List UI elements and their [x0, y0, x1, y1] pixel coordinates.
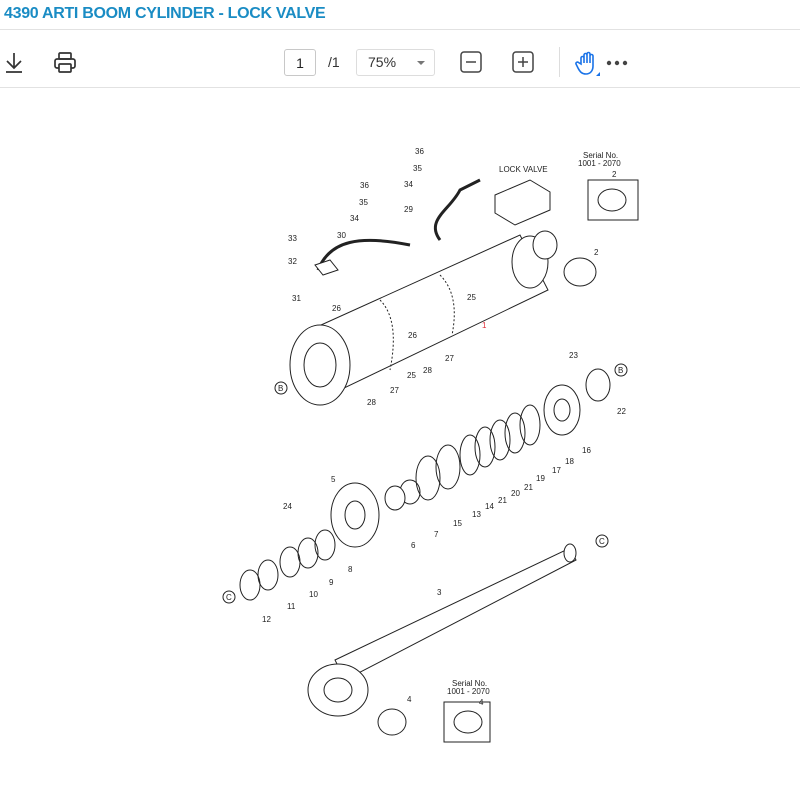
callout: 25 — [467, 293, 476, 302]
callout: 13 — [472, 510, 481, 519]
download-icon[interactable] — [3, 51, 25, 75]
callout: B — [278, 384, 283, 393]
piston-rings — [239, 368, 611, 601]
callout: 36 — [415, 147, 424, 156]
callout: 4 — [407, 695, 412, 704]
serial-range: 1001 - 2070 — [447, 687, 490, 696]
hand-icon[interactable] — [575, 50, 603, 78]
callout: 35 — [413, 164, 422, 173]
serial-range: 1001 - 2070 — [578, 159, 621, 168]
toolbar-separator — [559, 47, 560, 77]
bushing-2 — [563, 257, 597, 287]
zoom-out-button[interactable] — [460, 51, 482, 73]
callout: 4 — [479, 698, 484, 707]
callout: 20 — [511, 489, 520, 498]
callout: 22 — [617, 407, 626, 416]
callout: 11 — [287, 602, 296, 611]
callout: 12 — [262, 615, 271, 624]
more-horizontal-icon[interactable] — [606, 60, 630, 66]
zoom-in-button[interactable] — [512, 51, 534, 73]
page-total: /1 — [328, 54, 340, 70]
callout: 18 — [565, 457, 574, 466]
callout: 35 — [359, 198, 368, 207]
callout: 19 — [536, 474, 545, 483]
callout: 9 — [329, 578, 334, 587]
callout: 27 — [390, 386, 399, 395]
callout: 25 — [407, 371, 416, 380]
lock-valve-block — [494, 179, 551, 226]
callout: 28 — [367, 398, 376, 407]
callout: B — [618, 366, 623, 375]
callout: 17 — [552, 466, 561, 475]
callout: 30 — [337, 231, 346, 240]
callout: 7 — [434, 530, 439, 539]
callout: 27 — [445, 354, 454, 363]
parts-diagram: LOCK VALVE Serial No. 1001 - 2070 Serial… — [222, 147, 639, 743]
divider — [0, 29, 800, 30]
page-number-input[interactable]: 1 — [284, 49, 316, 76]
callout: 5 — [331, 475, 336, 484]
chevron-down-icon — [417, 61, 425, 65]
serial-label: Serial No. — [452, 679, 487, 688]
callout: C — [599, 537, 605, 546]
zoom-value: 75% — [368, 54, 397, 70]
serial-box-bottom — [443, 701, 491, 743]
zoom-select[interactable]: 75% — [356, 49, 435, 76]
lock-valve-label: LOCK VALVE — [499, 165, 548, 174]
callout: 21 — [498, 496, 507, 505]
pipe-30 — [316, 238, 411, 271]
pipe-29 — [433, 178, 481, 241]
callout: 34 — [350, 214, 359, 223]
bushing-4 — [377, 708, 407, 736]
callout: 32 — [288, 257, 297, 266]
cylinder-tube — [289, 230, 558, 406]
piston-rod — [307, 543, 577, 717]
callout: 6 — [411, 541, 416, 550]
callout: 3 — [437, 588, 442, 597]
callout: 14 — [485, 502, 494, 511]
callout: 2 — [594, 248, 599, 257]
callout: 8 — [348, 565, 353, 574]
callout: 10 — [309, 590, 318, 599]
divider — [0, 87, 800, 88]
callout: 1 — [482, 321, 487, 330]
callout: 34 — [404, 180, 413, 189]
print-icon[interactable] — [53, 51, 77, 75]
callout: 31 — [292, 294, 301, 303]
callout: 23 — [569, 351, 578, 360]
callout: 26 — [408, 331, 417, 340]
serial-label: Serial No. — [583, 151, 618, 160]
callout: 33 — [288, 234, 297, 243]
callout: 21 — [524, 483, 533, 492]
callout: 2 — [612, 170, 617, 179]
callout: 29 — [404, 205, 413, 214]
callout: 36 — [360, 181, 369, 190]
callout: 16 — [582, 446, 591, 455]
serial-box-top — [587, 179, 639, 221]
callout: 26 — [332, 304, 341, 313]
callout: 28 — [423, 366, 432, 375]
callout: C — [226, 593, 232, 602]
page-title: 4390 ARTI BOOM CYLINDER - LOCK VALVE — [4, 5, 326, 22]
callout: 15 — [453, 519, 462, 528]
callout: 24 — [283, 502, 292, 511]
